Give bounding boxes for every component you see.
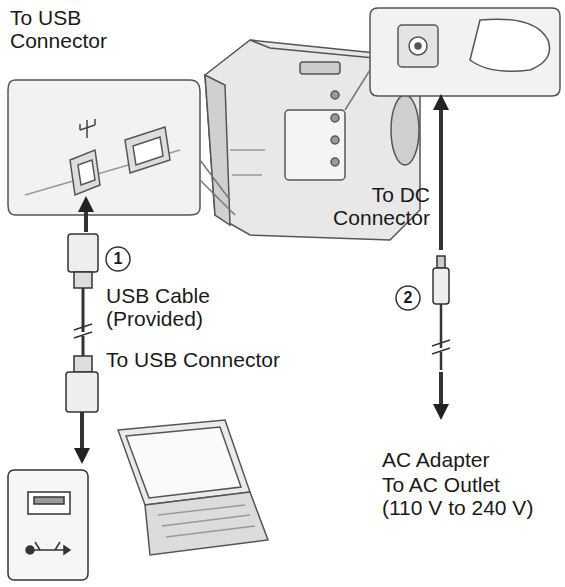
callout-number: 2 (396, 286, 420, 310)
pc-usb-port (8, 470, 88, 580)
callout-circle (396, 286, 420, 310)
part-label: To DC Connector (318, 183, 430, 229)
usb-cable (66, 204, 98, 456)
note-label: To AC Outlet (110 V to 240 V) (382, 473, 544, 519)
usb-port-inset (8, 80, 235, 215)
dc-cable (432, 102, 450, 412)
part-label: To USB Connector (106, 348, 306, 371)
callout-circle (106, 247, 130, 271)
part-label: USB Cable (Provided) (106, 284, 228, 330)
callout-number: 1 (106, 247, 130, 271)
part-label: AC Adapter (382, 448, 552, 471)
dc-jack-inset (345, 8, 560, 110)
laptop (118, 420, 268, 555)
part-label: To USB Connector (10, 6, 122, 52)
